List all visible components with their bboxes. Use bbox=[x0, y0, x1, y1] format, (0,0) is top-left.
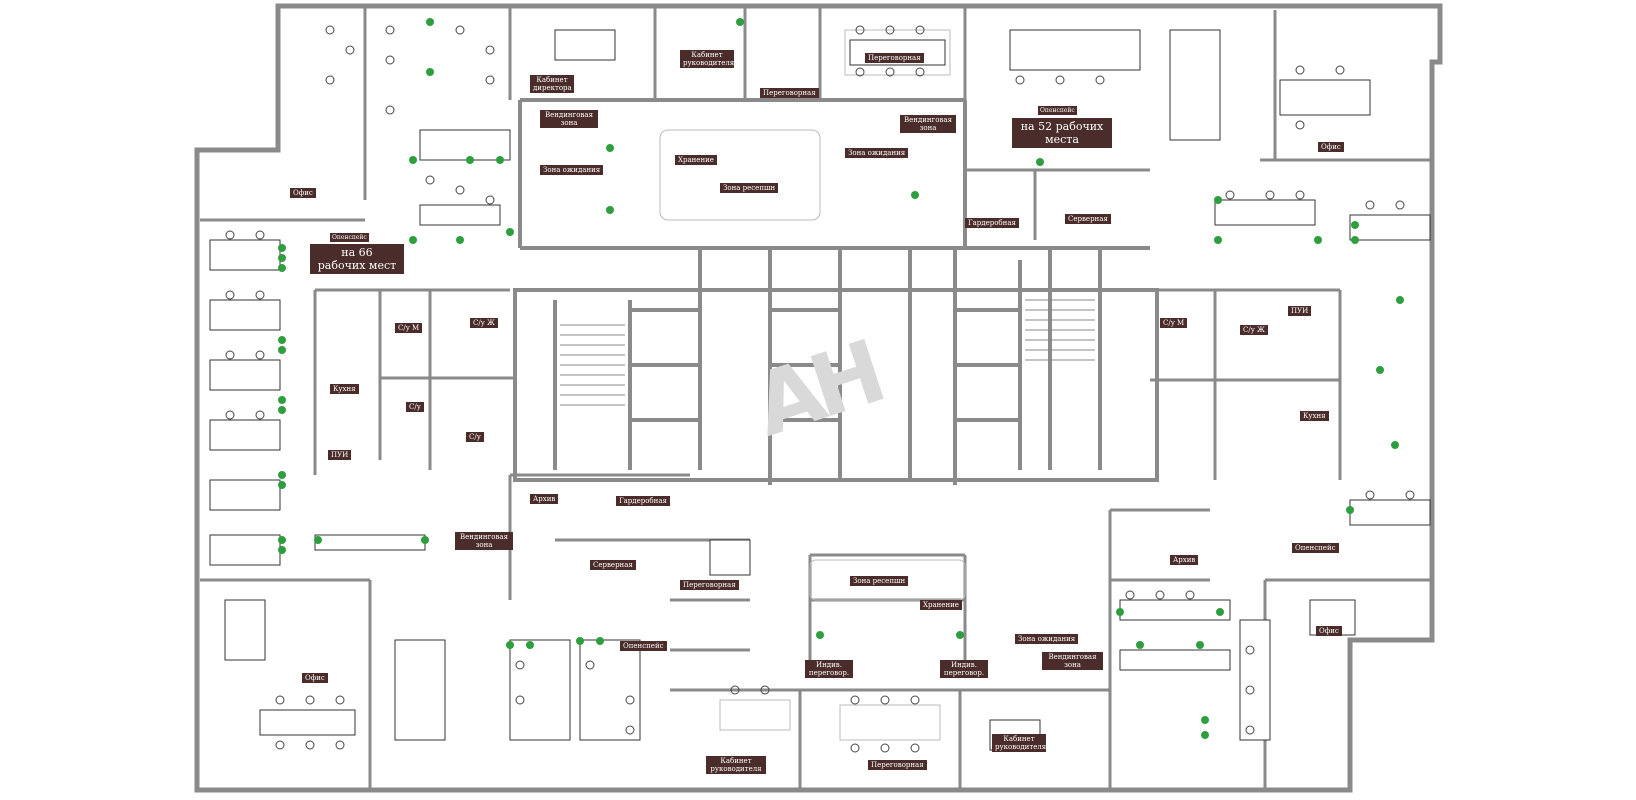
room-label-waiting-zone-bottom: Зона ожидания bbox=[1015, 634, 1079, 644]
room-label-wc-m-left: С/у М bbox=[395, 323, 423, 333]
partition-walls bbox=[200, 6, 1432, 790]
room-label-director-cabinet: Кабинет директора bbox=[530, 75, 574, 93]
room-label-server-top: Серверная bbox=[1065, 214, 1111, 224]
stairs bbox=[560, 299, 1095, 406]
room-label-openspace-66: Опенспейс bbox=[330, 233, 369, 242]
room-label-manager-cabinet-bottom: Кабинет руководителя bbox=[706, 756, 766, 774]
room-label-meeting-room-small-top: Переговорная bbox=[760, 88, 819, 98]
room-label-indiv-meeting-left: Индив. переговор. bbox=[805, 660, 853, 678]
plants bbox=[278, 18, 1404, 739]
room-label-office-se: Офис bbox=[1316, 626, 1342, 636]
chairs bbox=[225, 25, 1415, 753]
room-label-waiting-zone-right: Зона ожидания bbox=[845, 148, 909, 158]
room-label-wardrobe-bottom: Гардеробная bbox=[616, 496, 670, 506]
room-label-vending-zone-top-right: Вендинговая зона bbox=[900, 115, 956, 133]
room-label-wc-f-right: С/у Ж bbox=[1240, 325, 1268, 335]
room-label-meeting-room-top: Переговорная bbox=[865, 53, 924, 63]
room-label-wardrobe-top: Гардеробная bbox=[965, 218, 1019, 228]
room-label-storage-top: Хранение bbox=[675, 155, 717, 165]
room-label-archive-right: Архив bbox=[1170, 555, 1199, 565]
room-outlines bbox=[659, 29, 966, 741]
room-label-reception-bottom: Зона ресепшн bbox=[850, 576, 909, 586]
room-label-office-nw: Офис bbox=[290, 188, 316, 198]
room-label-reception-top: Зона ресепшн bbox=[720, 183, 779, 193]
room-label-wc-f-left: С/у Ж bbox=[470, 318, 498, 328]
room-label-server-bottom: Серверная bbox=[590, 560, 636, 570]
room-label-openspace-bottom: Опенспейс bbox=[620, 641, 667, 651]
room-label-waiting-zone-left: Зона ожидания bbox=[540, 165, 604, 175]
room-label-openspace-se: Опенспейс bbox=[1292, 543, 1339, 553]
outer-walls bbox=[194, 3, 1443, 793]
room-caption-openspace-66: на 66 рабочих мест bbox=[310, 244, 404, 274]
room-label-meeting-room-bottom-small: Переговорная bbox=[680, 580, 739, 590]
room-label-puy-left: ПУИ bbox=[328, 450, 352, 460]
room-label-openspace-52: Опенспейс bbox=[1038, 106, 1077, 115]
room-label-puy-right: ПУИ bbox=[1288, 306, 1312, 316]
room-label-archive-left: Архив bbox=[530, 494, 559, 504]
room-label-wc-left-2: С/у bbox=[466, 432, 484, 442]
room-caption-openspace-52: на 52 рабочих места bbox=[1012, 118, 1112, 148]
room-label-vending-zone-bottom-right: Вендинговая зона bbox=[1042, 652, 1103, 670]
room-label-vending-zone-top-left: Вендинговая зона bbox=[540, 110, 598, 128]
desks bbox=[209, 29, 1431, 751]
room-label-wc-left: С/у bbox=[406, 402, 424, 412]
room-label-wc-m-right: С/у М bbox=[1160, 318, 1188, 328]
room-label-vending-zone-bottom-left: Вендинговая зона bbox=[455, 532, 513, 550]
room-label-office-ne: Офис bbox=[1318, 142, 1344, 152]
room-label-cabinet-bottom-right: Кабинет руководителя bbox=[992, 734, 1046, 752]
room-label-manager-cabinet-top: Кабинет руководителя bbox=[680, 50, 734, 68]
room-label-meeting-room-bottom: Переговорная bbox=[868, 760, 927, 770]
room-label-office-sw: Офис bbox=[302, 673, 328, 683]
room-label-kitchen-left: Кухня bbox=[330, 384, 359, 394]
room-label-indiv-meeting-right: Индив. переговор. bbox=[940, 660, 988, 678]
room-label-storage-bottom: Хранение bbox=[920, 600, 962, 610]
room-label-kitchen-right: Кухня bbox=[1300, 411, 1329, 421]
